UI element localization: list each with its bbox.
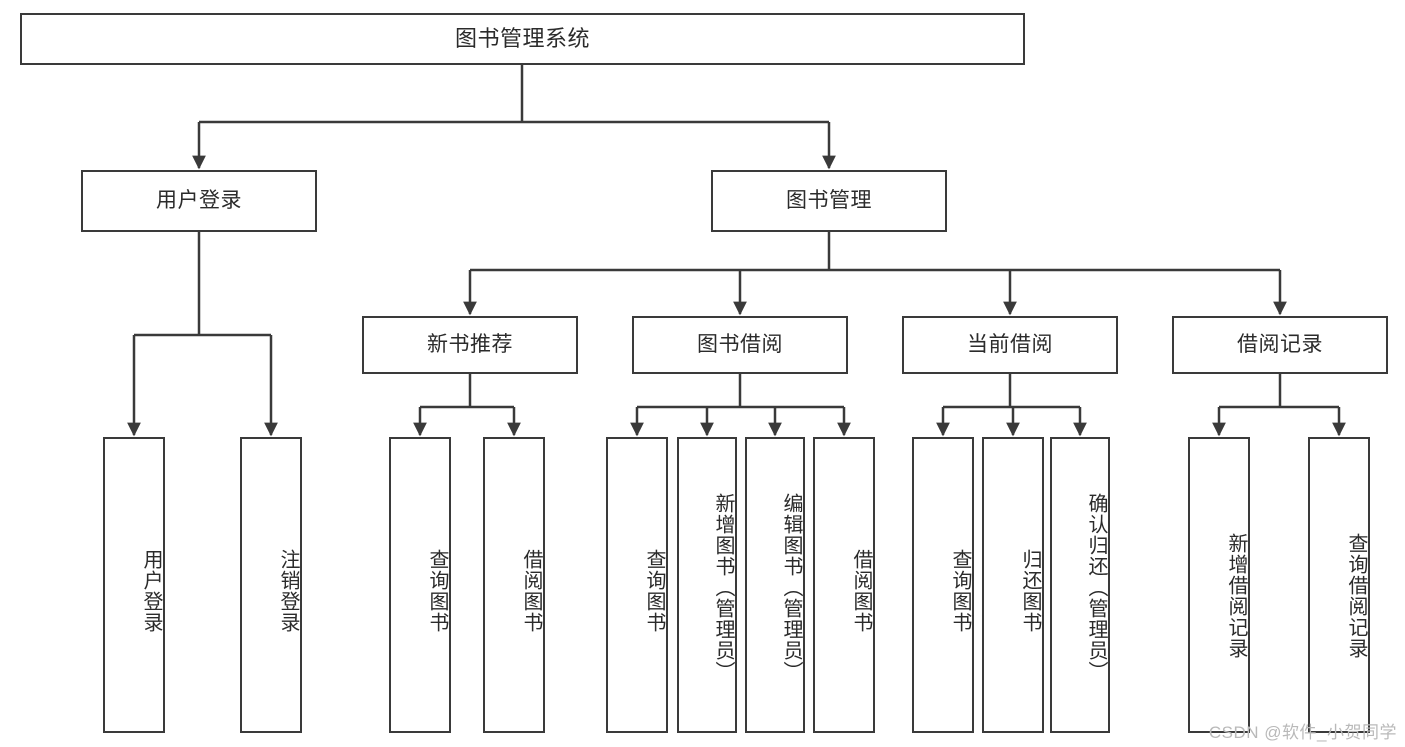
node-current-borrow[interactable]: 当前借阅 [902,316,1118,374]
node-user-login[interactable]: 用户登录 [81,170,317,232]
node-root[interactable]: 图书管理系统 [20,13,1025,65]
node-leaf-user-login-label: 用户登录 [140,549,162,633]
node-leaf-borrow-book-1[interactable]: 借阅图书 [483,437,545,733]
node-book-borrow[interactable]: 图书借阅 [632,316,848,374]
node-leaf-user-login[interactable]: 用户登录 [103,437,165,733]
node-borrow-record[interactable]: 借阅记录 [1172,316,1388,374]
node-leaf-edit-book-label: 编辑图书（管理员） [780,492,802,682]
csdn-watermark: CSDN @软件_小贺同学 [1208,723,1397,742]
node-leaf-query-book-3-label: 查询图书 [949,549,971,633]
node-leaf-edit-book[interactable]: 编辑图书（管理员） [745,437,805,733]
node-leaf-query-record[interactable]: 查询借阅记录 [1308,437,1370,733]
node-new-book-rec[interactable]: 新书推荐 [362,316,578,374]
node-book-manage[interactable]: 图书管理 [711,170,947,232]
node-leaf-add-record[interactable]: 新增借阅记录 [1188,437,1250,733]
node-leaf-query-book-2-label: 查询图书 [643,549,665,633]
node-leaf-confirm-return-label: 确认归还（管理员） [1085,492,1107,682]
node-leaf-borrow-book-1-label: 借阅图书 [520,549,542,633]
node-leaf-query-book-3[interactable]: 查询图书 [912,437,974,733]
node-new-book-rec-label: 新书推荐 [427,332,513,356]
node-root-label: 图书管理系统 [454,25,590,51]
node-book-borrow-label: 图书借阅 [697,332,783,356]
node-leaf-user-logout[interactable]: 注销登录 [240,437,302,733]
node-leaf-confirm-return[interactable]: 确认归还（管理员） [1050,437,1110,733]
node-leaf-query-record-label: 查询借阅记录 [1345,533,1367,659]
node-leaf-return-book-label: 归还图书 [1019,549,1041,633]
node-leaf-add-record-label: 新增借阅记录 [1225,533,1247,659]
node-book-manage-label: 图书管理 [786,188,872,212]
node-leaf-query-book-1-label: 查询图书 [426,549,448,633]
node-leaf-return-book[interactable]: 归还图书 [982,437,1044,733]
node-leaf-borrow-book-2-label: 借阅图书 [850,549,872,633]
node-leaf-add-book-label: 新增图书（管理员） [712,492,734,682]
node-leaf-borrow-book-2[interactable]: 借阅图书 [813,437,875,733]
node-leaf-user-logout-label: 注销登录 [277,549,299,633]
node-leaf-add-book[interactable]: 新增图书（管理员） [677,437,737,733]
node-leaf-query-book-2[interactable]: 查询图书 [606,437,668,733]
node-current-borrow-label: 当前借阅 [967,332,1053,356]
node-borrow-record-label: 借阅记录 [1237,332,1323,356]
node-leaf-query-book-1[interactable]: 查询图书 [389,437,451,733]
node-user-login-label: 用户登录 [156,188,242,212]
